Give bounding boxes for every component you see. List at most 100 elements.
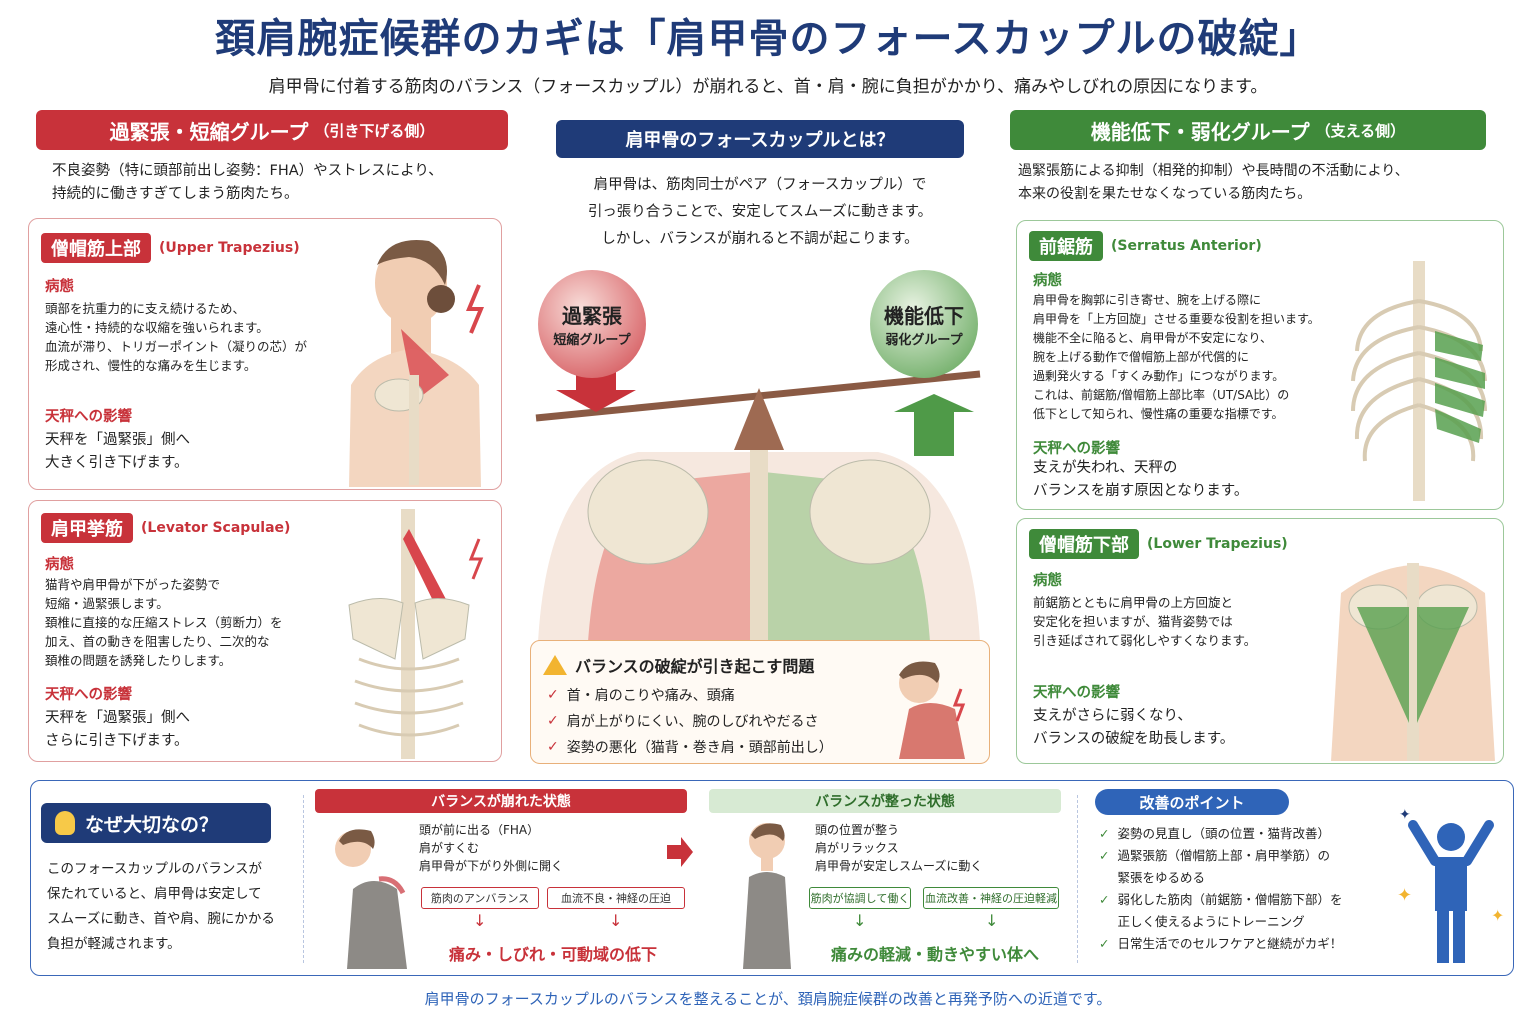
overtension-header-sub: （引き下げる側）	[314, 121, 435, 140]
effect-text: 天秤を「過緊張」側へさらに引き下げます。	[45, 710, 190, 749]
why-important-badge: なぜ大切なの？	[41, 803, 271, 843]
overtension-header-label: 過緊張・短縮グループ	[109, 119, 309, 144]
pathology-label: 病態	[1033, 573, 1062, 589]
effect-label: 天秤への影響	[45, 409, 132, 425]
upright-posture-illustration	[743, 823, 791, 969]
improve-item: ✓日常生活でのセルフケアと継続がカギ！	[1099, 933, 1389, 955]
forcecouple-intro: 肩甲骨は、筋肉同士がペア（フォースカップル）で引っ張り合うことで、安定してスムー…	[587, 177, 933, 247]
weakened-intro: 過緊張筋による抑制（相発的抑制）や長時間の不活動により、本来の役割を果たせなくな…	[1018, 163, 1409, 202]
balanced-state-band: バランスが整った状態	[709, 789, 1061, 813]
down-arrow-icon: ↓	[853, 911, 867, 930]
weakened-ball: 機能低下 弱化グループ	[870, 270, 978, 378]
improve-item: ✓過緊張筋（僧帽筋上部・肩甲挙筋）の緊張をゆるめる	[1099, 845, 1389, 889]
overtension-group-header: 過緊張・短縮グループ （引き下げる側）	[36, 110, 508, 150]
intro-line: 持続的に働きすぎてしまう筋肉たち。	[52, 186, 299, 202]
ball-sublabel: 短縮グループ	[553, 333, 631, 348]
check-icon: ✓	[1099, 936, 1110, 951]
muscle-latin-name: (Upper Trapezius)	[159, 240, 300, 256]
check-icon: ✓	[1099, 826, 1110, 841]
pathology-label: 病態	[45, 557, 74, 573]
broken-result: 痛み・しびれ・可動域の低下	[448, 945, 657, 964]
pathology-text: 前鋸筋とともに肩甲骨の上方回旋と安定化を担いますが、猫背姿勢では引き延ばされて弱…	[1033, 595, 1257, 648]
problem-title: バランスの破綻が引き起こす問題	[575, 657, 815, 676]
effect-label: 天秤への影響	[1033, 685, 1120, 701]
broken-cause-box: 筋肉のアンバランス	[421, 887, 539, 909]
balanced-result: 痛みの軽減・動きやすい体へ	[830, 945, 1039, 964]
check-icon: ✓	[547, 739, 559, 755]
footer-message: 肩甲骨のフォースカップルのバランスを整えることが、頚肩腕症候群の改善と再発予防へ…	[424, 990, 1112, 1008]
balanced-effect-box: 筋肉が協調して働く	[809, 887, 911, 909]
page-subtitle: 肩甲骨に付着する筋肉のバランス（フォースカップル）が崩れると、首・肩・腕に負担が…	[268, 77, 1268, 97]
weakened-header-sub: （支える側）	[1315, 121, 1406, 140]
pathology-text: 猫背や肩甲骨が下がった姿勢で短縮・過緊張します。頚椎に直接的な圧縮ストレス（剪断…	[45, 577, 283, 668]
pathology-label: 病態	[1033, 273, 1062, 289]
section-divider	[1077, 795, 1078, 963]
page-title: 頚肩腕症候群のカギは「肩甲骨のフォースカップルの破綻」	[215, 16, 1321, 62]
lower-trapezius-illustration	[1331, 563, 1495, 761]
improve-item: ✓姿勢の見直し（頭の位置・猫背改善）	[1099, 823, 1389, 845]
muscle-tag: 前鋸筋	[1029, 231, 1103, 261]
slouched-posture-illustration	[335, 829, 407, 969]
balanced-effect-box: 血流改善・神経の圧迫軽減	[923, 887, 1059, 909]
weakened-header-label: 機能低下・弱化グループ	[1090, 119, 1310, 144]
down-arrow-icon: ↓	[609, 911, 623, 930]
slumped-woman-illustration	[899, 661, 966, 759]
overtension-ball: 過緊張 短縮グループ	[538, 270, 646, 378]
improve-list: ✓姿勢の見直し（頭の位置・猫背改善） ✓過緊張筋（僧帽筋上部・肩甲挙筋）の緊張を…	[1099, 823, 1389, 955]
muscle-tag: 僧帽筋下部	[1029, 529, 1139, 559]
muscle-latin-name: (Levator Scapulae)	[141, 520, 291, 536]
section-divider	[303, 795, 304, 963]
down-arrow-icon: ↓	[473, 911, 487, 930]
card-levator-scapulae: 肩甲挙筋 (Levator Scapulae) 病態 猫背や肩甲骨が下がった姿勢…	[28, 500, 502, 762]
improve-item: ✓弱化した筋肉（前鋸筋・僧帽筋下部）を正しく使えるようにトレーニング	[1099, 889, 1389, 933]
warning-icon	[543, 655, 567, 675]
why-title: なぜ大切なの？	[85, 813, 219, 836]
svg-text:✦: ✦	[1397, 885, 1412, 906]
levator-scapulae-illustration	[348, 509, 484, 759]
card-lower-trapezius: 僧帽筋下部 (Lower Trapezius) 病態 前鋸筋とともに肩甲骨の上方…	[1016, 518, 1504, 764]
right-arrow-icon	[667, 837, 693, 867]
muscle-tag: 僧帽筋上部	[41, 233, 151, 263]
overtension-intro: 不良姿勢（特に頭部前出し姿勢：FHA）やストレスにより、 持続的に働きすぎてしま…	[52, 160, 502, 206]
svg-text:✦: ✦	[1491, 906, 1504, 925]
card-upper-trapezius: 僧帽筋上部 (Upper Trapezius) 病態 頭部を抗重力的に支え続ける…	[28, 218, 502, 490]
balanced-points: 頭の位置が整う肩がリラックス肩甲骨が安定しスムーズに動く	[815, 823, 983, 873]
effect-text: 支えがさらに弱くなり、バランスの破綻を助長します。	[1033, 708, 1235, 747]
serratus-anterior-illustration	[1351, 261, 1487, 501]
improve-band: 改善のポイント	[1095, 789, 1289, 815]
ball-sublabel: 弱化グループ	[885, 333, 963, 348]
problem-item: ✓肩が上がりにくい、腕のしびれやだるさ	[547, 713, 819, 730]
upper-trapezius-illustration	[349, 240, 484, 487]
muscle-latin-name: (Lower Trapezius)	[1147, 536, 1288, 552]
ball-label: 過緊張	[562, 304, 622, 328]
bottom-summary-box: なぜ大切なの？ このフォースカップルのバランスが保たれていると、肩甲骨は安定して…	[30, 780, 1514, 976]
lightbulb-icon	[55, 811, 75, 835]
why-text: このフォースカップルのバランスが保たれていると、肩甲骨は安定してスムーズに動き、…	[47, 861, 275, 952]
balance-scale-illustration	[535, 342, 981, 642]
effect-label: 天秤への影響	[1033, 441, 1120, 457]
broken-cause-box: 血流不良・神経の圧迫	[547, 887, 685, 909]
muscle-tag: 肩甲挙筋	[41, 513, 133, 543]
forcecouple-header: 肩甲骨のフォースカップルとは？	[556, 120, 964, 158]
problem-item: ✓姿勢の悪化（猫背・巻き肩・頭部前出し）	[547, 739, 833, 756]
check-icon: ✓	[547, 687, 559, 703]
check-icon: ✓	[547, 713, 559, 729]
pathology-text: 肩甲骨を胸郭に引き寄せ、腕を上げる際に肩甲骨を「上方回旋」させる重要な役割を担い…	[1033, 293, 1320, 421]
muscle-latin-name: (Serratus Anterior)	[1111, 238, 1262, 254]
problem-item: ✓首・肩のこりや痛み、頭痛	[547, 687, 735, 704]
pathology-text: 頭部を抗重力的に支え続けるため、遠心性・持続的な収縮を強いられます。血流が滞り、…	[45, 301, 308, 373]
ball-label: 機能低下	[884, 304, 964, 328]
pathology-label: 病態	[45, 279, 74, 295]
effect-text: 天秤を「過緊張」側へ大きく引き下げます。	[45, 432, 190, 471]
intro-line: 不良姿勢（特に頭部前出し姿勢：FHA）やストレスにより、	[52, 163, 443, 179]
effect-label: 天秤への影響	[45, 687, 132, 703]
card-serratus-anterior: 前鋸筋 (Serratus Anterior) 病態 肩甲骨を胸郭に引き寄せ、腕…	[1016, 220, 1504, 510]
effect-text: 支えが失われ、天秤のバランスを崩す原因となります。	[1033, 460, 1249, 499]
celebrating-person-icon: ✦ ✦ ✦	[1397, 807, 1504, 963]
down-arrow-icon: ↓	[985, 911, 999, 930]
check-icon: ✓	[1099, 848, 1110, 863]
problem-box: バランスの破綻が引き起こす問題 ✓首・肩のこりや痛み、頭痛 ✓肩が上がりにくい、…	[530, 640, 990, 764]
weakened-group-header: 機能低下・弱化グループ （支える側）	[1010, 110, 1486, 150]
broken-state-band: バランスが崩れた状態	[315, 789, 687, 813]
broken-points: 頭が前に出る（FHA）肩がすくむ肩甲骨が下がり外側に開く	[419, 823, 564, 873]
